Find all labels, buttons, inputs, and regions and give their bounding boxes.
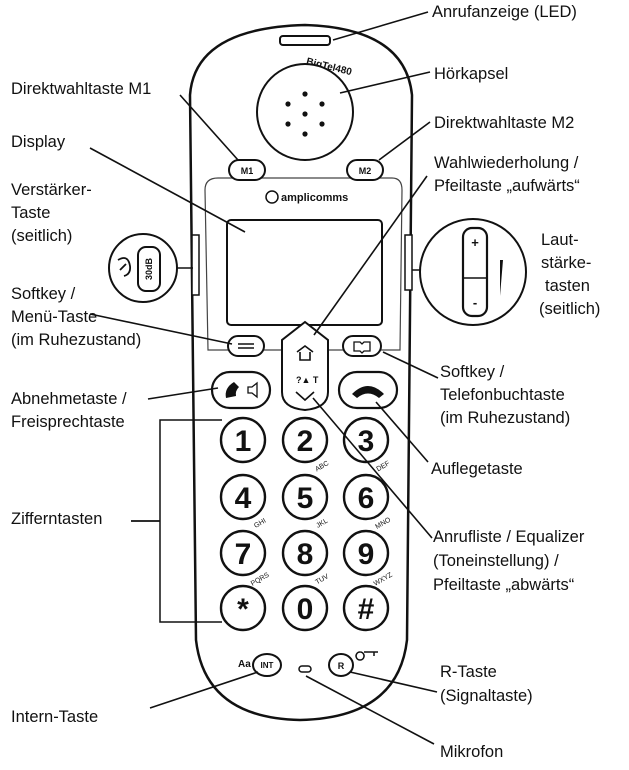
side-slot-right: [404, 234, 413, 291]
pickup-button[interactable]: [210, 370, 272, 410]
phonebook-softkey[interactable]: [342, 335, 382, 357]
volume-plus: +: [471, 235, 479, 250]
m1-button[interactable]: [228, 159, 266, 181]
key-5-button[interactable]: [281, 473, 329, 521]
label-calllist-2: (Toneinstellung) /: [433, 552, 559, 570]
label-vol-1: Laut-: [541, 231, 579, 249]
label-vol-2: stärke-: [541, 254, 592, 272]
label-pickup-2: Freisprechtaste: [11, 413, 125, 431]
label-pb-3: (im Ruhezustand): [440, 409, 571, 427]
label-pb-1: Softkey /: [440, 363, 505, 381]
m2-button[interactable]: [346, 159, 384, 181]
r-text: R: [338, 661, 345, 671]
label-earpiece: Hörkapsel: [434, 65, 509, 83]
redial-icon: [296, 345, 314, 361]
amplifier-button[interactable]: [137, 246, 161, 292]
key-digit-text: 8: [297, 538, 314, 571]
key-4-button[interactable]: [219, 473, 267, 521]
key-digit-text: 5: [297, 482, 314, 515]
label-amp-2: Taste: [11, 204, 51, 222]
label-hangup: Auflegetaste: [431, 460, 523, 478]
brand-logo-icon: [265, 190, 279, 204]
ear-icon: [117, 257, 132, 277]
label-menu-1: Softkey /: [11, 285, 76, 303]
key-lock-icon: [355, 651, 378, 661]
key-digit-text: 7: [235, 538, 252, 571]
m1-text: M1: [241, 166, 254, 176]
label-vol-4: (seitlich): [539, 300, 601, 318]
earpiece-holes: [285, 91, 325, 137]
led-indicator: [279, 35, 331, 46]
label-menu-3: (im Ruhezustand): [11, 331, 142, 349]
microphone: [298, 665, 312, 673]
key-0-button[interactable]: [281, 584, 329, 632]
label-menu-2: Menü-Taste: [11, 308, 98, 326]
m2-text: M2: [359, 166, 372, 176]
aa-text: Aa: [238, 659, 251, 670]
label-redial-2: Pfeiltaste „aufwärts“: [434, 177, 580, 195]
arrow-down-icon: [295, 391, 315, 402]
label-vol-3: tasten: [545, 277, 590, 295]
key-star-button[interactable]: [219, 584, 267, 632]
speaker-icon: [247, 381, 258, 399]
label-pb-2: Telefonbuchtaste: [440, 386, 565, 404]
label-calllist-1: Anrufliste / Equalizer: [433, 528, 585, 546]
side-slot-left: [191, 234, 200, 296]
label-mic: Mikrofon: [440, 743, 504, 761]
key-digit-text: 0: [297, 593, 314, 626]
menu-softkey[interactable]: [227, 335, 265, 357]
key-8-button[interactable]: [281, 529, 329, 577]
nav-key[interactable]: [281, 320, 329, 412]
key-digit-text: #: [358, 593, 375, 626]
calllist-icon: ?▲ T: [296, 375, 319, 385]
label-digits: Zifferntasten: [11, 510, 103, 528]
label-display: Display: [11, 133, 66, 151]
label-calllist-3: Pfeiltaste „abwärts“: [433, 576, 575, 594]
label-rkey-2: (Signaltaste): [440, 687, 533, 705]
label-m1: Direktwahltaste M1: [11, 80, 152, 98]
key-digit-text: *: [237, 593, 249, 626]
key-digit-text: 6: [358, 482, 375, 515]
key-3-button[interactable]: [342, 416, 390, 464]
volume-minus: -: [473, 295, 477, 310]
key-digit-text: 2: [297, 425, 314, 458]
key-6-button[interactable]: [342, 473, 390, 521]
key-2-button[interactable]: [281, 416, 329, 464]
label-intern: Intern-Taste: [11, 708, 99, 726]
phone-hangup-icon: [352, 386, 384, 398]
phone-pickup-icon: [225, 382, 239, 398]
r-button[interactable]: [328, 653, 354, 677]
label-led: Anrufanzeige (LED): [432, 3, 577, 21]
label-rkey-1: R-Taste: [440, 663, 497, 681]
key-9-button[interactable]: [342, 529, 390, 577]
front-panel: [204, 177, 403, 351]
amplifier-text: 30dB: [144, 257, 154, 280]
key-7-button[interactable]: [219, 529, 267, 577]
volume-buttons[interactable]: [461, 226, 489, 318]
volume-wedge-icon: [500, 260, 503, 296]
label-amp-3: (seitlich): [11, 227, 73, 245]
key-hash-button[interactable]: [342, 584, 390, 632]
label-m2: Direktwahltaste M2: [434, 114, 575, 132]
leader-lines: [89, 11, 439, 745]
int-text: INT: [261, 661, 274, 670]
label-redial-1: Wahlwiederholung /: [434, 154, 579, 172]
key-digit-text: 4: [235, 482, 252, 515]
int-button[interactable]: [252, 653, 282, 677]
key-digit-text: 1: [235, 425, 252, 458]
label-pickup-1: Abnehmetaste /: [11, 390, 127, 408]
label-amp-1: Verstärker-: [11, 181, 92, 199]
key-1-button[interactable]: [219, 416, 267, 464]
brand-name: amplicomms: [281, 192, 348, 204]
key-digit-text: 9: [358, 538, 375, 571]
book-icon: [353, 341, 371, 354]
key-digit-text: 3: [358, 425, 375, 458]
